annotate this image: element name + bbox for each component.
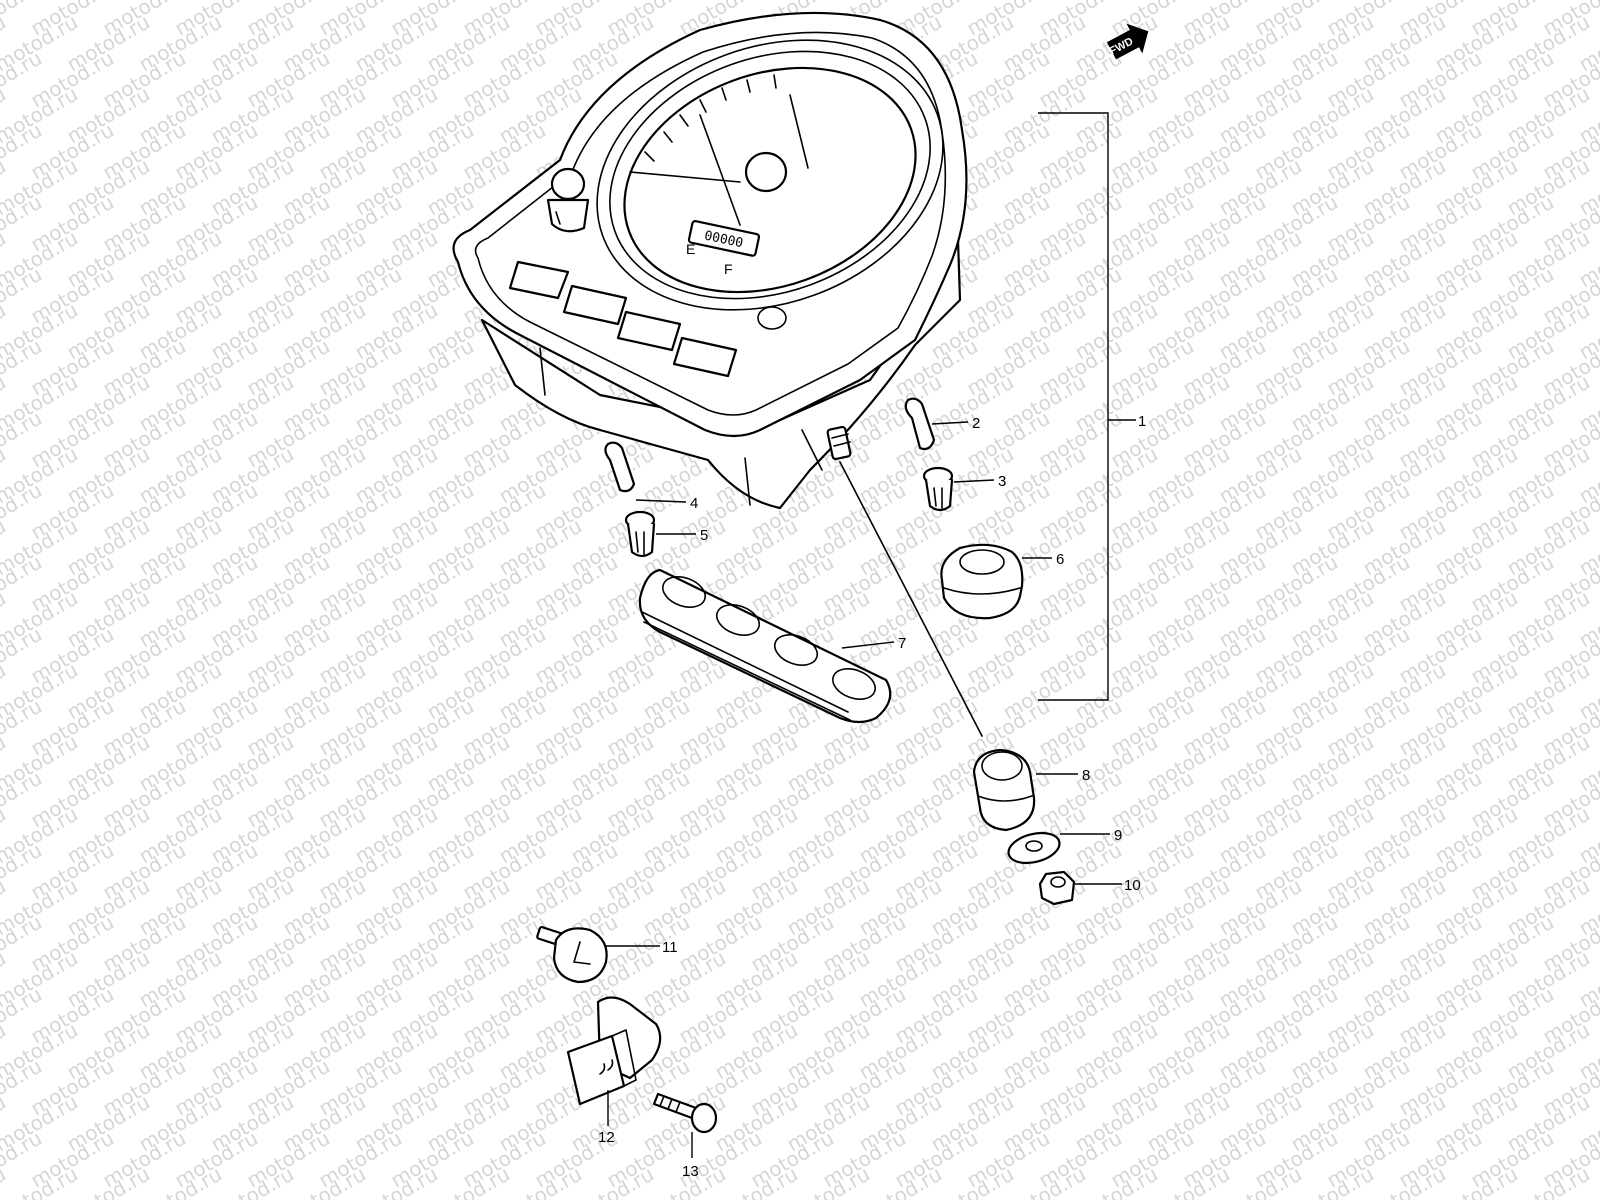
callout-7: 7 <box>898 635 906 652</box>
callout-10: 10 <box>1124 877 1141 894</box>
callout-4: 4 <box>690 495 698 512</box>
callout-12: 12 <box>598 1129 615 1146</box>
nut-part-10 <box>1038 870 1076 906</box>
callout-2: 2 <box>972 415 980 432</box>
dial-letter-full: F <box>724 261 733 277</box>
callout-5: 5 <box>700 527 708 544</box>
callout-3: 3 <box>998 473 1006 490</box>
callout-9: 9 <box>1114 827 1122 844</box>
reset-knob <box>546 167 590 233</box>
dial-letter-empty: E <box>686 241 695 257</box>
callout-8: 8 <box>1082 767 1090 784</box>
grommet-part-6 <box>940 543 1024 620</box>
callout-6: 6 <box>1056 551 1064 568</box>
callout-13: 13 <box>682 1163 699 1180</box>
watermark-text: motod.ru <box>1575 0 1600 4</box>
callout-1: 1 <box>1138 413 1146 430</box>
callout-11: 11 <box>662 939 678 956</box>
cushion-part-8 <box>972 748 1036 832</box>
